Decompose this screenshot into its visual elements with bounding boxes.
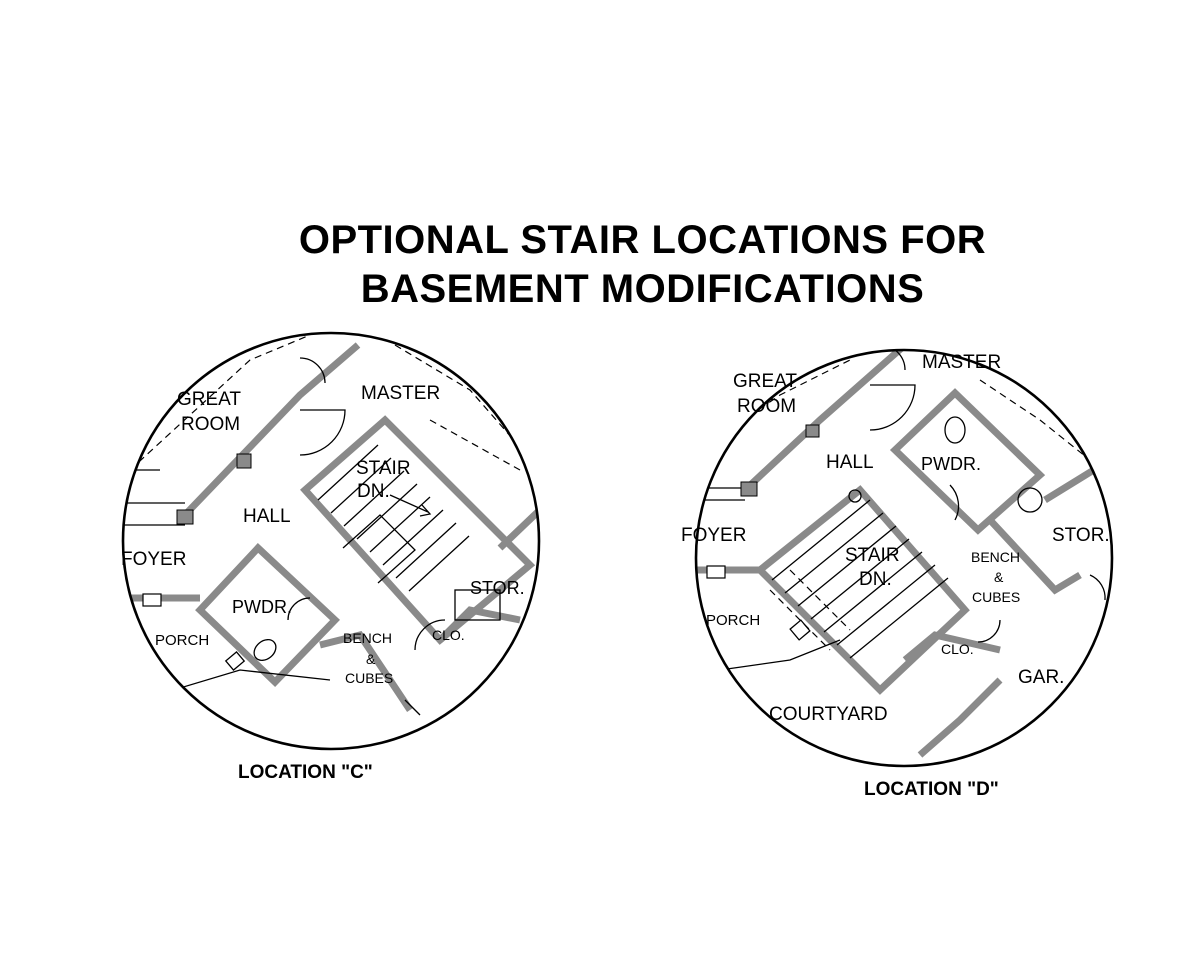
location-c-outline xyxy=(121,331,541,751)
room-label-pwdr: PWDR. xyxy=(921,454,981,474)
location-c-drawing xyxy=(123,334,539,716)
room-label-foyer: FOYER xyxy=(121,549,186,570)
room-label-great: GREAT xyxy=(733,371,797,392)
room-label-stair: STAIR xyxy=(356,458,411,479)
location-c-caption: LOCATION "C" xyxy=(238,762,373,783)
room-label-porch: PORCH xyxy=(155,632,209,649)
room-label-bench: BENCH xyxy=(971,549,1020,565)
room-label-stair: STAIR xyxy=(845,545,900,566)
location-d-caption: LOCATION "D" xyxy=(864,779,999,800)
room-label-clo: CLO. xyxy=(941,641,974,657)
location-d-plan: GREAT ROOM MASTER HALL PWDR. FOYER STAIR… xyxy=(681,348,1114,768)
room-label-cubes: CUBES xyxy=(972,589,1020,605)
room-label-stor: STOR. xyxy=(470,578,525,598)
location-c-plan: GREAT ROOM MASTER STAIR DN. HALL FOYER P… xyxy=(121,331,541,751)
room-label-room: ROOM xyxy=(181,414,240,435)
room-label-porch: PORCH xyxy=(706,612,760,629)
room-label-master: MASTER xyxy=(361,383,440,404)
title-line-2: BASEMENT MODIFICATIONS xyxy=(360,267,925,311)
room-label-courtyard: COURTYARD xyxy=(769,704,888,725)
room-label-clo: CLO. xyxy=(432,627,465,643)
room-label-gar: GAR. xyxy=(1018,667,1064,688)
room-label-stor: STOR. xyxy=(1052,525,1110,546)
room-label-hall: HALL xyxy=(243,506,291,527)
stair-c-treads xyxy=(317,444,470,592)
room-label-master: MASTER xyxy=(922,352,1001,373)
stair-d-treads xyxy=(769,489,949,659)
title-line-1: OPTIONAL STAIR LOCATIONS FOR xyxy=(298,218,987,262)
room-label-amp: & xyxy=(994,569,1004,585)
room-label-great: GREAT xyxy=(177,389,241,410)
room-label-bench: BENCH xyxy=(343,630,392,646)
room-label-pwdr: PWDR. xyxy=(232,597,292,617)
room-label-hall: HALL xyxy=(826,452,874,473)
room-label-dn: DN. xyxy=(859,569,892,590)
room-label-foyer: FOYER xyxy=(681,525,746,546)
room-label-cubes: CUBES xyxy=(345,670,393,686)
location-d-outline xyxy=(694,348,1114,768)
room-label-room: ROOM xyxy=(737,396,796,417)
room-label-dn: DN. xyxy=(357,481,390,502)
room-label-amp: & xyxy=(366,651,376,667)
